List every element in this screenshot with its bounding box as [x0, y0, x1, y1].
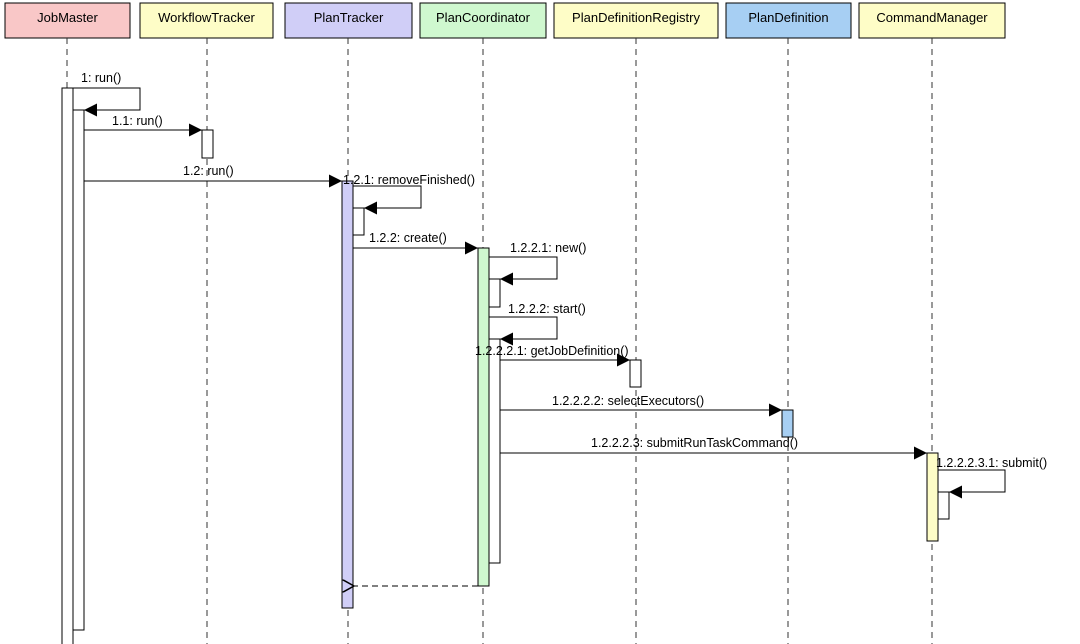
message-1-2-1-removefinished: 1.2.1: removeFinished() — [343, 173, 475, 215]
participant-label: CommandManager — [876, 10, 988, 25]
message-1-2-2-2-start: 1.2.2.2: start() — [489, 302, 586, 346]
message-1-1-run: 1.1: run() — [84, 114, 202, 137]
message-1-2-run: 1.2: run() — [84, 164, 342, 188]
participant-label: JobMaster — [37, 10, 98, 25]
message-label: 1.2: run() — [183, 164, 234, 178]
message-label: 1.2.2.2.2: selectExecutors() — [552, 394, 704, 408]
activation-workflowtracker — [201, 129, 214, 159]
participant-label: PlanDefinitionRegistry — [572, 10, 700, 25]
participant-label: PlanDefinition — [748, 10, 828, 25]
message-label: 1: run() — [81, 71, 121, 85]
activation-commandmanager-nested — [937, 491, 950, 520]
message-1-2-2-create: 1.2.2: create() — [353, 231, 478, 255]
message-arrow — [938, 469, 1006, 499]
message-label: 1.2.2: create() — [369, 231, 447, 245]
participant-commandmanager[interactable]: CommandManager — [858, 2, 1006, 39]
message-1-run: 1: run() — [73, 71, 141, 117]
activation-plantracker — [341, 180, 354, 609]
activation-jobmaster — [61, 87, 74, 644]
activation-plancoordinator — [477, 247, 490, 587]
message-label: 1.2.2.2: start() — [508, 302, 586, 316]
participant-plandefinitionregistry[interactable]: PlanDefinitionRegistry — [553, 2, 719, 39]
participant-workflowtracker[interactable]: WorkflowTracker — [139, 2, 274, 39]
participant-box — [725, 2, 852, 39]
message-1-2-2-2-2-selectexecutors: 1.2.2.2.2: selectExecutors() — [500, 394, 782, 417]
participant-plantracker[interactable]: PlanTracker — [284, 2, 413, 39]
participant-box — [284, 2, 413, 39]
message-label: 1.2.2.2.1: getJobDefinition() — [475, 344, 629, 358]
message-1-2-2-2-3-submitruntaskcommand: 1.2.2.2.3: submitRunTaskCommand() — [500, 436, 927, 460]
participant-label: WorkflowTracker — [158, 10, 255, 25]
message-1-2-2-2-1-getjobdefinition: 1.2.2.2.1: getJobDefinition() — [475, 344, 630, 367]
participant-box — [139, 2, 274, 39]
activation-plantracker-nested — [352, 207, 365, 236]
participant-jobmaster[interactable]: JobMaster — [4, 2, 131, 39]
activation-plandefinition — [781, 409, 794, 438]
message-label: 1.1: run() — [112, 114, 163, 128]
participant-label: PlanTracker — [314, 10, 384, 25]
message-arrow — [73, 87, 141, 117]
message-label: 1.2.2.2.3.1: submit() — [936, 456, 1047, 470]
message-1-2-2-1-new: 1.2.2.1: new() — [489, 241, 586, 286]
message-label: 1.2.1: removeFinished() — [343, 173, 475, 187]
participant-box — [419, 2, 547, 39]
message-label: 1.2.2.2.3: submitRunTaskCommand() — [591, 436, 798, 450]
message-arrow — [353, 185, 422, 215]
message-arrow — [489, 316, 558, 346]
participant-label: PlanCoordinator — [436, 10, 531, 25]
activation-plancoordinator-nested-2 — [488, 338, 501, 564]
activation-jobmaster-nested — [72, 109, 85, 631]
activation-plancoordinator-nested-1 — [488, 278, 501, 308]
message-arrow — [489, 256, 558, 286]
message-1-2-2-2-3-1-submit: 1.2.2.2.3.1: submit() — [936, 456, 1047, 499]
participant-box — [4, 2, 131, 39]
participant-plandefinition[interactable]: PlanDefinition — [725, 2, 852, 39]
message-label: 1.2.2.1: new() — [510, 241, 586, 255]
activation-plandefinitionregistry — [629, 359, 642, 388]
participant-plancoordinator[interactable]: PlanCoordinator — [419, 2, 547, 39]
